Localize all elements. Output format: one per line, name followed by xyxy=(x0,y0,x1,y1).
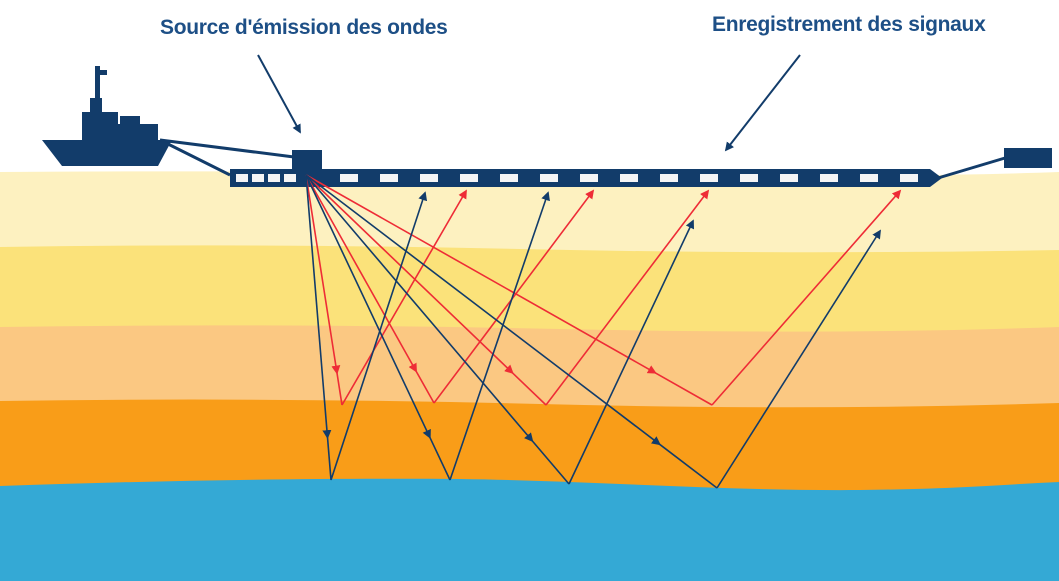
ray-down-leg-end xyxy=(326,437,332,481)
source-pointer xyxy=(257,54,301,134)
hydrophone-window xyxy=(540,174,558,182)
hydrophone-window xyxy=(236,174,248,182)
ray-down-leg xyxy=(305,174,657,374)
ray-down-leg xyxy=(305,174,417,373)
hydrophone-window xyxy=(700,174,718,182)
ray-red-1 xyxy=(305,174,467,406)
ray-down-leg-end xyxy=(415,370,435,404)
hydrophone-window xyxy=(284,174,296,182)
ray-red-3 xyxy=(305,174,710,406)
hydrophone-window xyxy=(900,174,918,182)
tail-buoy-icon xyxy=(1004,148,1052,168)
ray-down-leg-end xyxy=(336,372,343,406)
hydrophone-window xyxy=(380,174,398,182)
layer-bedrock-blue xyxy=(0,478,1059,581)
ray-up-leg xyxy=(711,189,902,406)
ray-blue-6 xyxy=(305,174,550,481)
recording-pointer xyxy=(724,54,801,152)
hydrophone-window xyxy=(620,174,638,182)
ray-blue-5 xyxy=(305,174,428,481)
ray-up-leg xyxy=(545,189,710,406)
ray-blue-8 xyxy=(305,174,881,489)
hydrophone-window xyxy=(580,174,598,182)
hydrophone-window xyxy=(820,174,838,182)
ray-down-leg xyxy=(305,174,431,439)
ray-up-leg xyxy=(568,219,694,485)
ray-red-4 xyxy=(305,174,902,406)
recording-label: Enregistrement des signaux xyxy=(712,13,986,36)
ray-paths xyxy=(305,174,902,489)
ray-up-leg xyxy=(341,189,467,406)
ray-up-leg xyxy=(433,189,595,404)
ray-down-leg xyxy=(305,174,332,440)
source-label: Source d'émission des ondes xyxy=(160,16,448,39)
hydrophone-window xyxy=(420,174,438,182)
hydrophone-window xyxy=(500,174,518,182)
ray-up-leg xyxy=(449,191,550,481)
hydrophone-window xyxy=(740,174,758,182)
streamer-cable xyxy=(230,169,942,187)
hydrophone-window xyxy=(268,174,280,182)
hydrophone-window xyxy=(252,174,264,182)
ray-down-leg-end xyxy=(511,372,547,406)
ray-down-leg-end xyxy=(658,443,718,489)
ship-icon xyxy=(42,66,172,166)
label-pointers xyxy=(257,54,801,152)
ray-down-leg-end xyxy=(429,436,451,481)
hydrophone-window xyxy=(340,174,358,182)
ray-down-leg xyxy=(305,174,661,446)
ray-blue-7 xyxy=(305,174,694,485)
ray-down-leg-end xyxy=(654,372,713,406)
ray-red-2 xyxy=(305,174,595,404)
hydrophone-window xyxy=(660,174,678,182)
ray-down-leg xyxy=(305,174,341,375)
ray-down-leg-end xyxy=(531,440,570,485)
tow-cables xyxy=(159,138,1006,180)
ray-down-leg xyxy=(305,174,534,443)
ray-down-leg xyxy=(305,174,514,375)
hydrophone-window xyxy=(460,174,478,182)
ray-up-leg xyxy=(330,191,428,481)
ray-up-leg xyxy=(716,229,881,489)
hydrophone-window xyxy=(860,174,878,182)
hydrophone-window xyxy=(780,174,798,182)
air-gun-source-icon xyxy=(292,150,322,170)
